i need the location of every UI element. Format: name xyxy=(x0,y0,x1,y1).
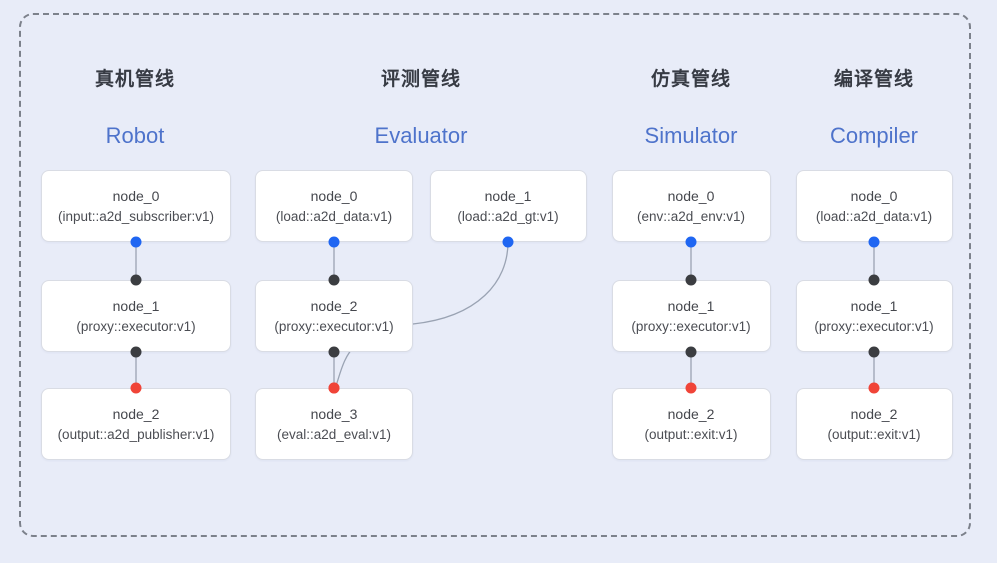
node-box-robot-node_1: node_1(proxy::executor:v1) xyxy=(41,280,231,352)
node-label: node_1 xyxy=(112,297,160,314)
node-type: (proxy::executor:v1) xyxy=(274,318,394,334)
node-label: node_0 xyxy=(310,187,358,204)
node-box-compiler-node_0: node_0(load::a2d_data:v1) xyxy=(795,170,953,242)
node-box-evaluator-node_2: node_2(proxy::executor:v1) xyxy=(255,280,413,352)
node-type: (load::a2d_data:v1) xyxy=(275,208,393,224)
node-box-robot-node_0: node_0(input::a2d_subscriber:v1) xyxy=(41,170,231,242)
node-label: node_2 xyxy=(112,405,160,422)
node-label: node_1 xyxy=(667,297,715,314)
node-type: (output::exit:v1) xyxy=(644,426,738,442)
pipeline-title-evaluator: 评测管线 xyxy=(380,69,462,90)
node-box-simulator-node_0: node_0(env::a2d_env:v1) xyxy=(611,170,771,242)
pipeline-title-compiler: 编译管线 xyxy=(833,69,915,90)
node-type: (load::a2d_data:v1) xyxy=(815,208,933,224)
pipeline-subtitle-compiler: Compiler xyxy=(829,123,919,148)
node-type: (load::a2d_gt:v1) xyxy=(457,208,559,224)
node-label: node_2 xyxy=(850,405,898,422)
node-type: (input::a2d_subscriber:v1) xyxy=(57,208,215,224)
pipeline-subtitle-simulator: Simulator xyxy=(644,123,738,148)
node-box-robot-node_2: node_2(output::a2d_publisher:v1) xyxy=(41,388,231,460)
node-type: (proxy::executor:v1) xyxy=(76,318,196,334)
node-label: node_0 xyxy=(667,187,715,204)
node-box-simulator-node_2: node_2(output::exit:v1) xyxy=(611,388,771,460)
node-label: node_3 xyxy=(310,405,358,422)
node-label: node_0 xyxy=(850,187,898,204)
node-type: (eval::a2d_eval:v1) xyxy=(276,426,392,442)
pipeline-subtitle-evaluator: Evaluator xyxy=(374,123,468,148)
node-box-compiler-node_2: node_2(output::exit:v1) xyxy=(795,388,953,460)
node-label: node_2 xyxy=(667,405,715,422)
pipeline-title-robot: 真机管线 xyxy=(94,69,176,90)
pipeline-subtitle-robot: Robot xyxy=(105,123,165,148)
node-label: node_0 xyxy=(112,187,160,204)
node-label: node_2 xyxy=(310,297,358,314)
dashed-frame xyxy=(19,13,971,537)
node-type: (env::a2d_env:v1) xyxy=(636,208,746,224)
node-label: node_1 xyxy=(850,297,898,314)
node-type: (output::exit:v1) xyxy=(827,426,921,442)
node-box-compiler-node_1: node_1(proxy::executor:v1) xyxy=(795,280,953,352)
node-type: (output::a2d_publisher:v1) xyxy=(57,426,215,442)
node-box-evaluator-node_3: node_3(eval::a2d_eval:v1) xyxy=(255,388,413,460)
node-label: node_1 xyxy=(484,187,532,204)
node-type: (proxy::executor:v1) xyxy=(814,318,934,334)
node-box-simulator-node_1: node_1(proxy::executor:v1) xyxy=(611,280,771,352)
pipeline-title-simulator: 仿真管线 xyxy=(650,69,732,90)
node-type: (proxy::executor:v1) xyxy=(631,318,751,334)
node-box-evaluator-node_1: node_1(load::a2d_gt:v1) xyxy=(429,170,587,242)
node-box-evaluator-node_0: node_0(load::a2d_data:v1) xyxy=(255,170,413,242)
